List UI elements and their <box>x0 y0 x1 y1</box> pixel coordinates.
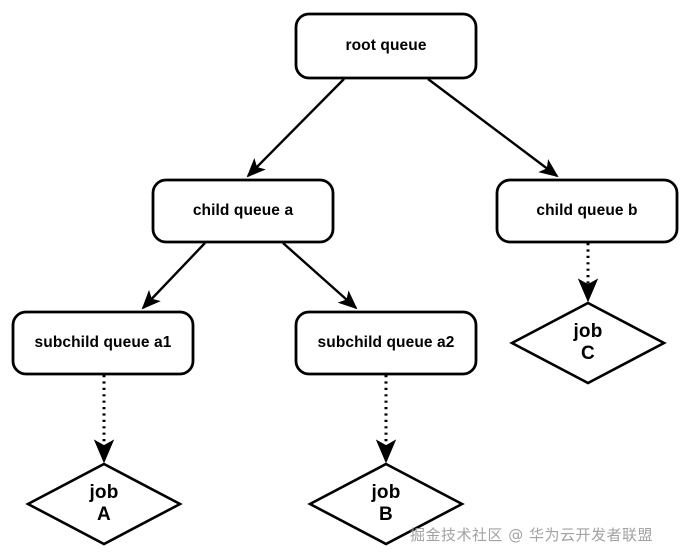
edge-root-to-child-a <box>246 78 345 178</box>
subchild-queue-a2-shape[interactable] <box>294 310 478 376</box>
child-queue-b-shape[interactable] <box>495 178 679 244</box>
job-c-shape[interactable] <box>509 301 667 385</box>
nodes-layer <box>11 12 679 546</box>
job-a-shape[interactable] <box>25 462 183 546</box>
child-queue-a-shape[interactable] <box>151 178 335 244</box>
job-b-shape[interactable] <box>307 462 465 546</box>
edge-child-a-to-subchild-a1 <box>141 242 206 310</box>
watermark-text: 掘金技术社区 @ 华为云开发者联盟 <box>410 526 654 544</box>
root-queue-shape[interactable] <box>294 12 478 80</box>
edge-root-to-child-b <box>427 78 559 178</box>
edges-layer <box>93 78 599 464</box>
edge-child-a-to-subchild-a2 <box>282 242 358 310</box>
subchild-queue-a1-shape[interactable] <box>11 310 195 376</box>
